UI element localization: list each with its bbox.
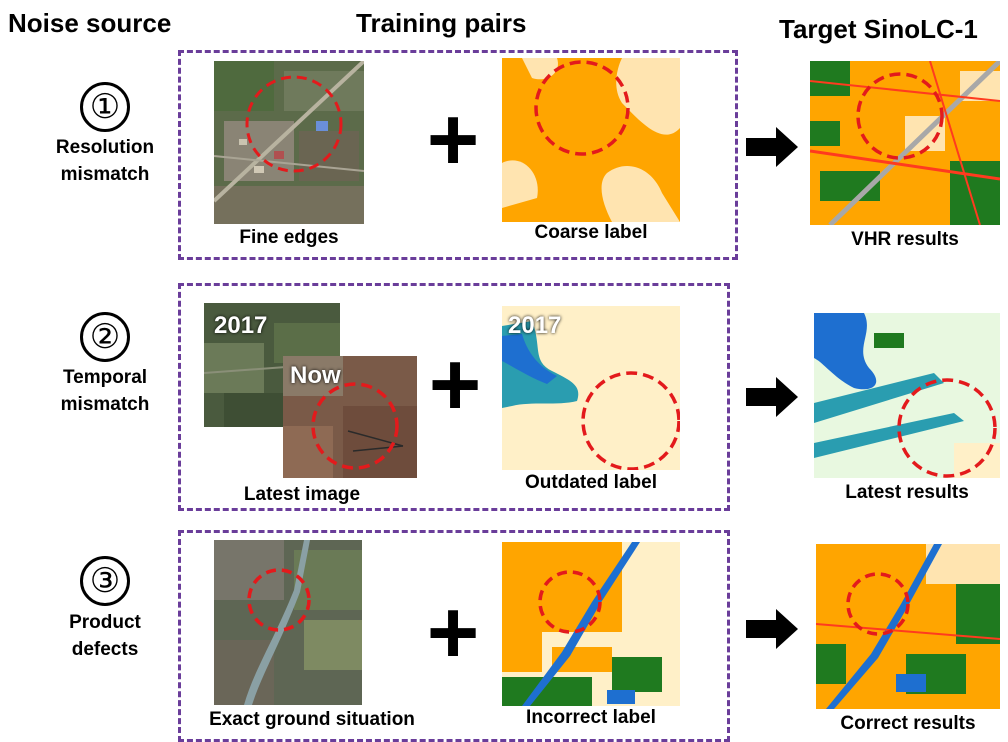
highlight-circle xyxy=(245,75,343,173)
training-pair-box-1 xyxy=(178,50,738,260)
satellite-image-3 xyxy=(214,540,362,705)
target-header: Target SinoLC-1 xyxy=(779,14,978,44)
plus-sign-2: + xyxy=(428,335,482,435)
label-caption-1: Coarse label xyxy=(534,222,648,243)
arrow-icon xyxy=(746,127,798,167)
highlight-circle xyxy=(538,570,602,634)
row-number-3: ③ xyxy=(30,556,180,606)
result-caption-3: Correct results xyxy=(840,713,976,734)
row-number-1: ① xyxy=(30,82,180,132)
vhr-result-map xyxy=(810,61,1000,225)
training-pair-box-3 xyxy=(178,530,730,742)
highlight-circle xyxy=(247,568,311,632)
satellite-image-1 xyxy=(214,61,364,224)
highlight-circle xyxy=(311,382,399,470)
latest-result-map xyxy=(814,313,1000,478)
arrow-icon xyxy=(746,609,798,649)
arrow-icon xyxy=(746,377,798,417)
outdated-label-map xyxy=(502,306,680,470)
training-pairs-header: Training pairs xyxy=(356,8,527,38)
highlight-circle xyxy=(856,72,944,160)
year-label-now: Now xyxy=(290,362,341,389)
plus-sign-1: + xyxy=(426,90,480,190)
result-caption-2: Latest results xyxy=(845,482,969,503)
label-caption-3: Incorrect label xyxy=(526,707,656,728)
row-number-2: ② xyxy=(30,312,180,362)
highlight-circle xyxy=(846,572,910,636)
satellite-image-now xyxy=(283,356,417,478)
highlight-circle xyxy=(897,378,997,478)
year-label-old: 2017 xyxy=(214,312,268,339)
image-caption-2: Latest image xyxy=(243,484,361,505)
incorrect-label-map xyxy=(502,542,680,706)
noise-source-header: Noise source xyxy=(8,8,172,38)
correct-result-map xyxy=(816,544,1000,709)
plus-sign-3: + xyxy=(426,583,480,683)
training-pair-box-2 xyxy=(178,283,730,511)
image-caption-3: Exact ground situation xyxy=(209,709,415,730)
result-caption-1: VHR results xyxy=(851,229,959,250)
image-caption-1: Fine edges xyxy=(239,227,339,248)
highlight-circle xyxy=(581,371,680,470)
label-year: 2017 xyxy=(508,312,562,339)
coarse-label-map xyxy=(502,58,680,222)
highlight-circle xyxy=(534,60,630,156)
label-caption-2: Outdated label xyxy=(525,472,657,493)
